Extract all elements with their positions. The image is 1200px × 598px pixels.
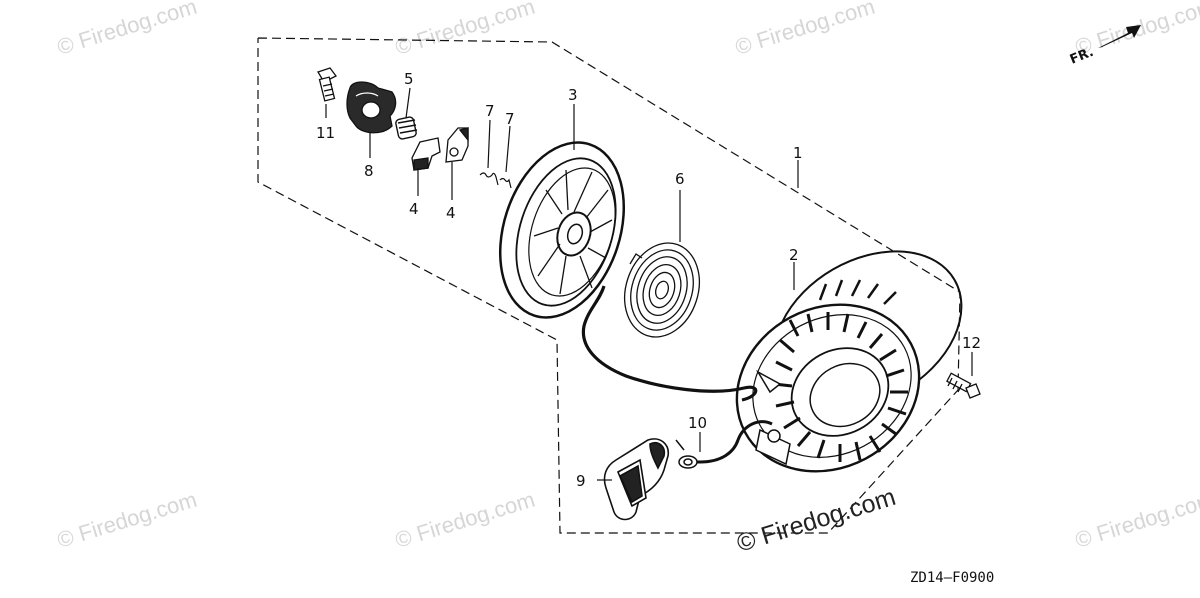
part-label-4b: 4 (446, 204, 456, 222)
part-label-2: 2 (789, 246, 799, 264)
spiral-spring-part-6 (624, 242, 700, 338)
watermark: © Firedog.com (1072, 487, 1200, 553)
flange-bolt-part-11 (317, 67, 337, 102)
part-label-7b: 7 (505, 110, 515, 128)
flange-bolt-part-12 (946, 372, 981, 399)
starter-rope (581, 285, 758, 402)
watermark: © Firedog.com (54, 487, 200, 553)
diagram-code: ZD14—F0900 (910, 570, 994, 586)
part-label-7a: 7 (485, 102, 495, 120)
return-spring-part-7 (479, 172, 512, 189)
starter-rope-to-grip (688, 420, 773, 464)
part-label-8: 8 (364, 162, 374, 180)
center-watermark: © Firedog.com (734, 483, 899, 558)
part-label-1: 1 (793, 144, 803, 162)
starter-reel-part-3 (498, 141, 626, 319)
part-label-3: 3 (568, 86, 578, 104)
watermark: © Firedog.com (54, 0, 200, 60)
part-label-11: 11 (316, 124, 335, 142)
coil-spring-part-5 (395, 116, 418, 140)
part-label-12: 12 (962, 334, 981, 352)
part-number-labels: 1 2 3 4 4 5 6 7 7 8 9 10 11 12 (316, 70, 981, 490)
part-label-4a: 4 (409, 200, 419, 218)
part-label-6: 6 (675, 170, 685, 188)
part-label-5: 5 (404, 70, 414, 88)
part-label-9: 9 (576, 472, 586, 490)
watermark: © Firedog.com (392, 0, 538, 60)
assembly-outline (257, 37, 961, 534)
ratchet-part-4b (445, 127, 469, 163)
starter-case-part-2 (735, 250, 963, 473)
rope-stopper-part-10 (675, 439, 698, 469)
ratchet-part-4a (411, 137, 441, 171)
starter-grip-part-9 (603, 438, 670, 521)
leader-lines (325, 87, 973, 481)
watermark: © Firedog.com (392, 487, 538, 553)
friction-plate-part-8 (346, 81, 397, 134)
watermark: © Firedog.com (732, 0, 878, 60)
direction-arrow-icon (1098, 25, 1141, 48)
part-label-10: 10 (688, 414, 707, 432)
